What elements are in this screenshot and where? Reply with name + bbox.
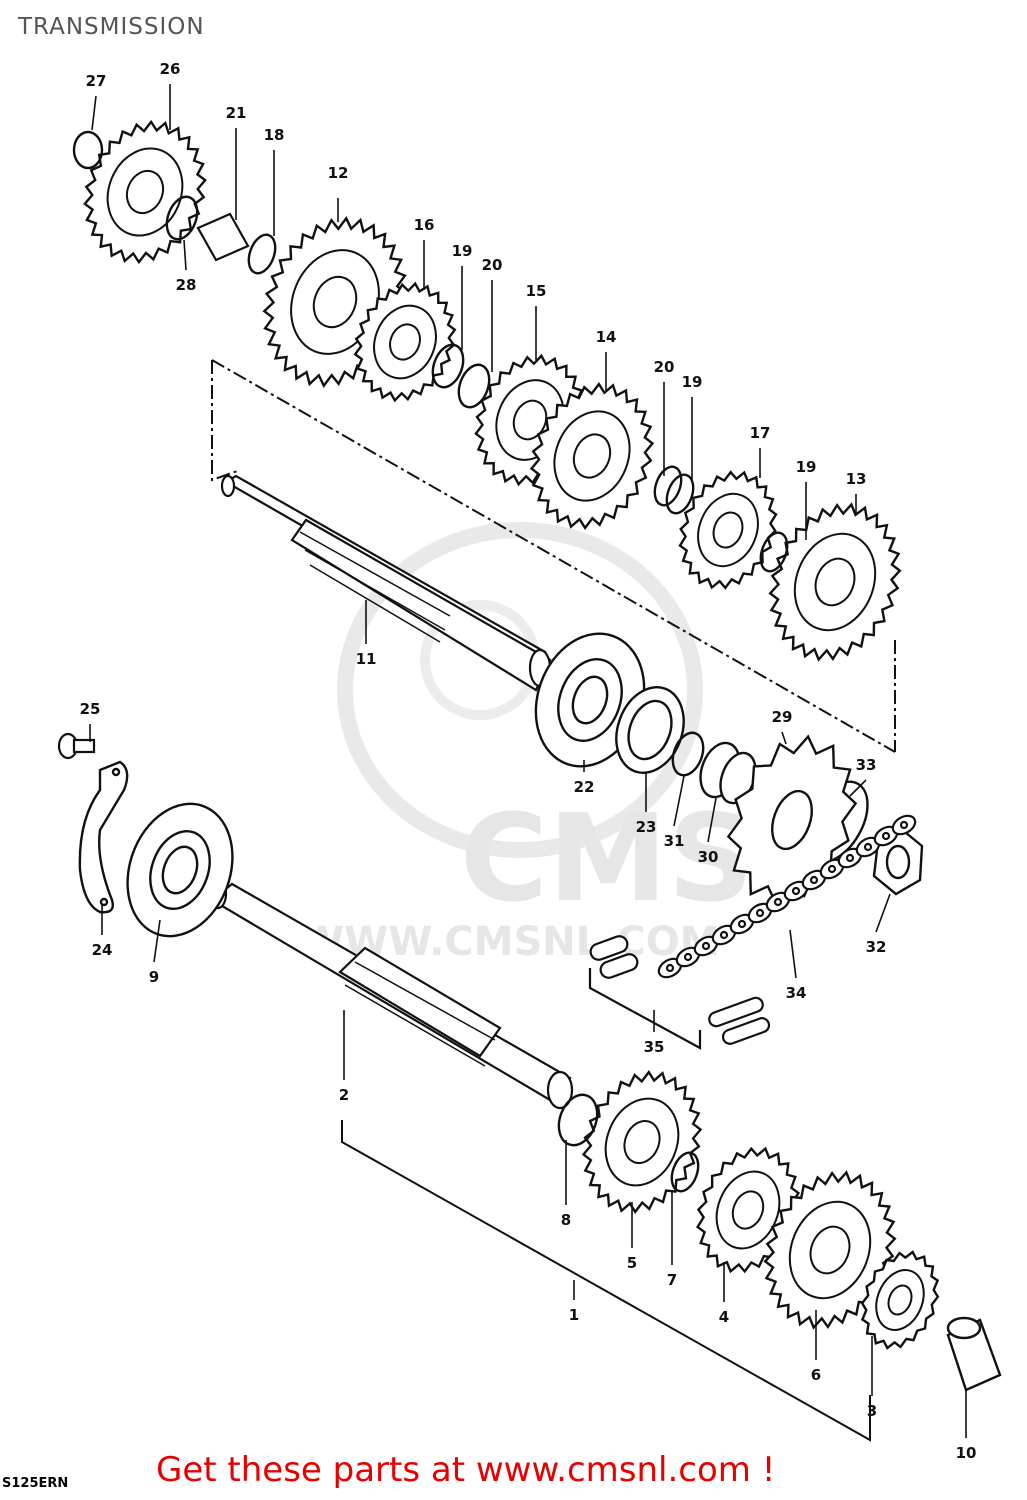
callout-2: 2 [339,1086,349,1104]
gear-part-12 [262,216,408,388]
callout-22: 22 [574,778,595,796]
chain-part-34 [657,814,917,979]
callout-12: 12 [328,164,349,182]
callout-33: 33 [856,756,877,774]
callout-24: 24 [92,941,113,959]
callout-16: 16 [414,216,435,234]
callout-25: 25 [80,700,101,718]
circlip-part-27 [72,130,104,170]
callout-7: 7 [667,1271,677,1289]
bolt-part-25 [57,732,96,760]
page-title: TRANSMISSION [18,14,205,40]
callout-14: 14 [596,328,617,346]
chain-pin [701,941,711,951]
callout-9: 9 [149,968,159,986]
gear-part-13 [768,502,902,662]
chain-pin [881,831,891,841]
callout-13: 13 [846,470,867,488]
callout-leader [153,919,161,963]
circlips-19-20 [431,343,789,573]
gear-part-6 [763,1170,897,1330]
callout-17: 17 [750,424,771,442]
callout-leader [789,929,797,979]
bushing-part-10 [946,1316,1002,1392]
gear-part-3 [860,1250,940,1350]
callout-27: 27 [86,72,107,90]
chain-pin [809,875,819,885]
callout-19: 19 [796,458,817,476]
chain-pin [863,842,873,852]
callout-6: 6 [811,1366,821,1384]
callout-leader [849,779,867,797]
callout-labels: 1234567891011121314151617181919192020212… [80,60,977,1462]
bushing-part-21 [196,212,250,262]
callout-1: 1 [569,1306,579,1324]
callout-29: 29 [772,708,793,726]
callout-leader [183,239,187,271]
callout-34: 34 [786,984,807,1002]
callout-18: 18 [264,126,285,144]
callout-19: 19 [452,242,473,260]
chain-pin [791,886,801,896]
watermark-logo: CMS [460,790,754,929]
chain-pin [683,952,693,962]
group-brackets [211,359,896,1442]
gear-part-16 [353,281,457,403]
watermark: CMS WWW.CMSNL.COM [300,522,754,965]
callout-5: 5 [627,1254,637,1272]
bearing-part-9 [126,802,234,938]
callout-30: 30 [698,848,719,866]
callout-leader [673,775,685,827]
chain-pin [737,919,747,929]
diagram-code: S125ERN [2,1476,69,1491]
gear-part-14 [529,381,655,531]
callout-35: 35 [644,1038,665,1056]
gear-part-17 [678,470,778,590]
callout-32: 32 [866,938,887,956]
callout-leader [781,731,787,745]
sprocket-part-29 [726,734,858,906]
chain-pin [773,897,783,907]
callout-15: 15 [526,282,547,300]
callout-31: 31 [664,832,685,850]
callout-11: 11 [356,650,377,668]
callout-4: 4 [719,1308,729,1326]
callout-leader-lines [89,84,967,1438]
callout-21: 21 [226,104,247,122]
chain-pin [719,930,729,940]
callout-28: 28 [176,276,197,294]
callout-26: 26 [160,60,181,78]
callout-19: 19 [682,373,703,391]
chain-pin [827,864,837,874]
gear-drawings [83,119,940,1350]
washer-part-28 [165,195,199,241]
washer-part-18 [247,233,277,275]
callout-leader [707,797,717,843]
washer-part-8 [557,1093,599,1147]
callout-10: 10 [956,1444,977,1462]
spacer-part-30 [699,741,757,805]
gear-part-26 [83,119,207,265]
chain-pin [665,963,675,973]
chain-joint-part-35 [588,935,771,1050]
callout-8: 8 [561,1211,571,1229]
chain-pin [899,820,909,830]
callout-leader [875,893,891,933]
retainer-part-24 [78,760,129,914]
o-ring-part-31 [671,731,705,777]
callout-20: 20 [654,358,675,376]
callout-leader [91,95,97,131]
callout-3: 3 [867,1402,877,1420]
callout-23: 23 [636,818,657,836]
callout-20: 20 [482,256,503,274]
get-parts-link[interactable]: Get these parts at www.cmsnl.com ! [156,1450,776,1490]
chain-pin [755,908,765,918]
chain-pin [845,853,855,863]
countershaft-part-11 [220,474,552,692]
circlip-part-7 [670,1151,700,1193]
